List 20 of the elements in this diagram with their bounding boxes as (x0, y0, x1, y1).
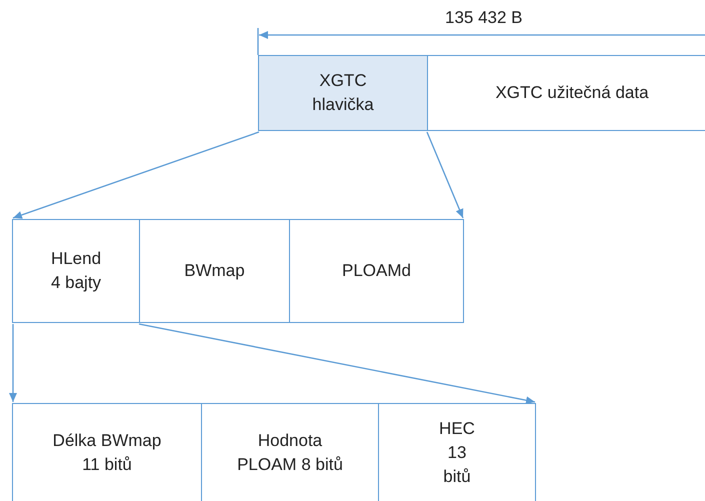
field-label: HEC 13 bitů (438, 418, 476, 488)
field-label: HLend 4 bajty (50, 248, 102, 294)
field-label: Délka BWmap 11 bitů (52, 430, 162, 476)
field-label: XGTC hlavička (311, 70, 375, 116)
field-label: Hodnota PLOAM 8 bitů (236, 430, 344, 476)
field-label: PLOAMd (342, 260, 411, 282)
field-box (289, 219, 464, 323)
field-box (12, 219, 140, 323)
dimension-label: 135 432 B (445, 8, 523, 28)
field-box (12, 403, 202, 501)
field-box (139, 219, 290, 323)
arrow (9, 324, 17, 402)
arrow (426, 132, 464, 218)
arrow (138, 323, 536, 404)
field-box (427, 55, 705, 131)
arrow (12, 131, 260, 219)
field-label: XGTC užitečná data (495, 82, 649, 104)
field-label: BWmap (184, 260, 245, 282)
field-box (378, 403, 536, 501)
field-box (258, 55, 428, 131)
